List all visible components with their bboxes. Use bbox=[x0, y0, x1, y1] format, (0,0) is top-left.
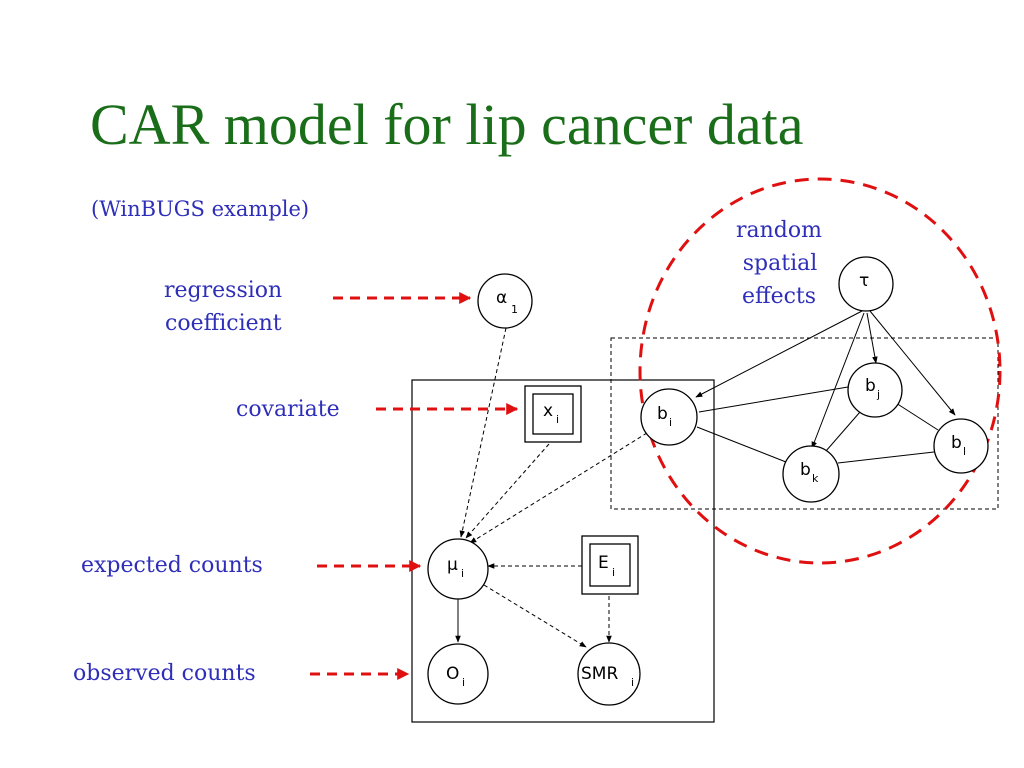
node-bi: b i bbox=[640, 388, 698, 446]
slide-subtitle: (WinBUGS example) bbox=[91, 197, 310, 221]
svg-text:l: l bbox=[963, 445, 966, 458]
node-tau: τ bbox=[838, 256, 894, 312]
label-random-line1: random bbox=[736, 218, 822, 243]
edge-tau-bl bbox=[869, 310, 956, 416]
svg-text:i: i bbox=[556, 413, 559, 426]
node-bj: b j bbox=[847, 362, 903, 418]
svg-text:j: j bbox=[876, 388, 880, 401]
svg-text:k: k bbox=[812, 472, 819, 485]
edge-bi-bk bbox=[696, 426, 787, 463]
edge-bi-mu bbox=[469, 432, 648, 544]
edge-bk-bl bbox=[837, 451, 935, 464]
plate-spatial-neighbours bbox=[610, 337, 999, 510]
node-SMR: SMR i bbox=[577, 642, 641, 706]
svg-text:i: i bbox=[462, 676, 465, 689]
edge-alpha-mu bbox=[459, 327, 507, 538]
node-bk: b k bbox=[782, 445, 840, 503]
edge-tau-bj bbox=[866, 312, 878, 364]
node-O: O i bbox=[427, 643, 489, 705]
node-mu: μ i bbox=[427, 538, 489, 600]
svg-text:b: b bbox=[951, 433, 962, 453]
svg-text:α: α bbox=[496, 288, 507, 308]
edge-bj-bk bbox=[825, 411, 861, 452]
svg-text:b: b bbox=[657, 404, 668, 424]
edge-x-mu bbox=[465, 443, 550, 539]
plate-region-i bbox=[411, 379, 715, 723]
svg-text:i: i bbox=[631, 676, 634, 689]
svg-text:x: x bbox=[543, 401, 553, 421]
label-random-line2: spatial bbox=[743, 251, 818, 276]
svg-text:μ: μ bbox=[447, 555, 458, 575]
node-bl: b l bbox=[933, 418, 989, 474]
svg-text:1: 1 bbox=[511, 303, 518, 316]
edge-bi-bj bbox=[698, 386, 849, 413]
svg-text:i: i bbox=[461, 567, 464, 580]
edge-tau-bk bbox=[811, 312, 865, 449]
svg-text:i: i bbox=[669, 416, 672, 429]
random-effects-ellipse bbox=[638, 177, 1002, 565]
label-regression-line1: regression bbox=[164, 278, 282, 303]
svg-text:SMR: SMR bbox=[581, 664, 618, 684]
label-regression-line2: coefficient bbox=[165, 311, 282, 336]
svg-text:b: b bbox=[800, 460, 811, 480]
svg-text:E: E bbox=[598, 553, 609, 573]
edge-mu-SMR bbox=[483, 584, 587, 648]
label-expected-counts: expected counts bbox=[81, 553, 263, 578]
svg-text:τ: τ bbox=[859, 271, 869, 291]
svg-text:b: b bbox=[865, 376, 876, 396]
label-covariate: covariate bbox=[236, 397, 340, 422]
svg-text:i: i bbox=[612, 566, 615, 579]
label-observed-counts: observed counts bbox=[73, 661, 256, 686]
edge-bj-bl bbox=[895, 402, 939, 431]
edge-tau-bi bbox=[695, 310, 863, 398]
label-random-line3: effects bbox=[742, 284, 816, 309]
node-E: E i bbox=[581, 535, 639, 595]
svg-text:O: O bbox=[446, 664, 459, 684]
node-alpha: α 1 bbox=[477, 273, 533, 329]
node-x: x i bbox=[524, 385, 582, 443]
slide-title: CAR model for lip cancer data bbox=[90, 92, 804, 157]
